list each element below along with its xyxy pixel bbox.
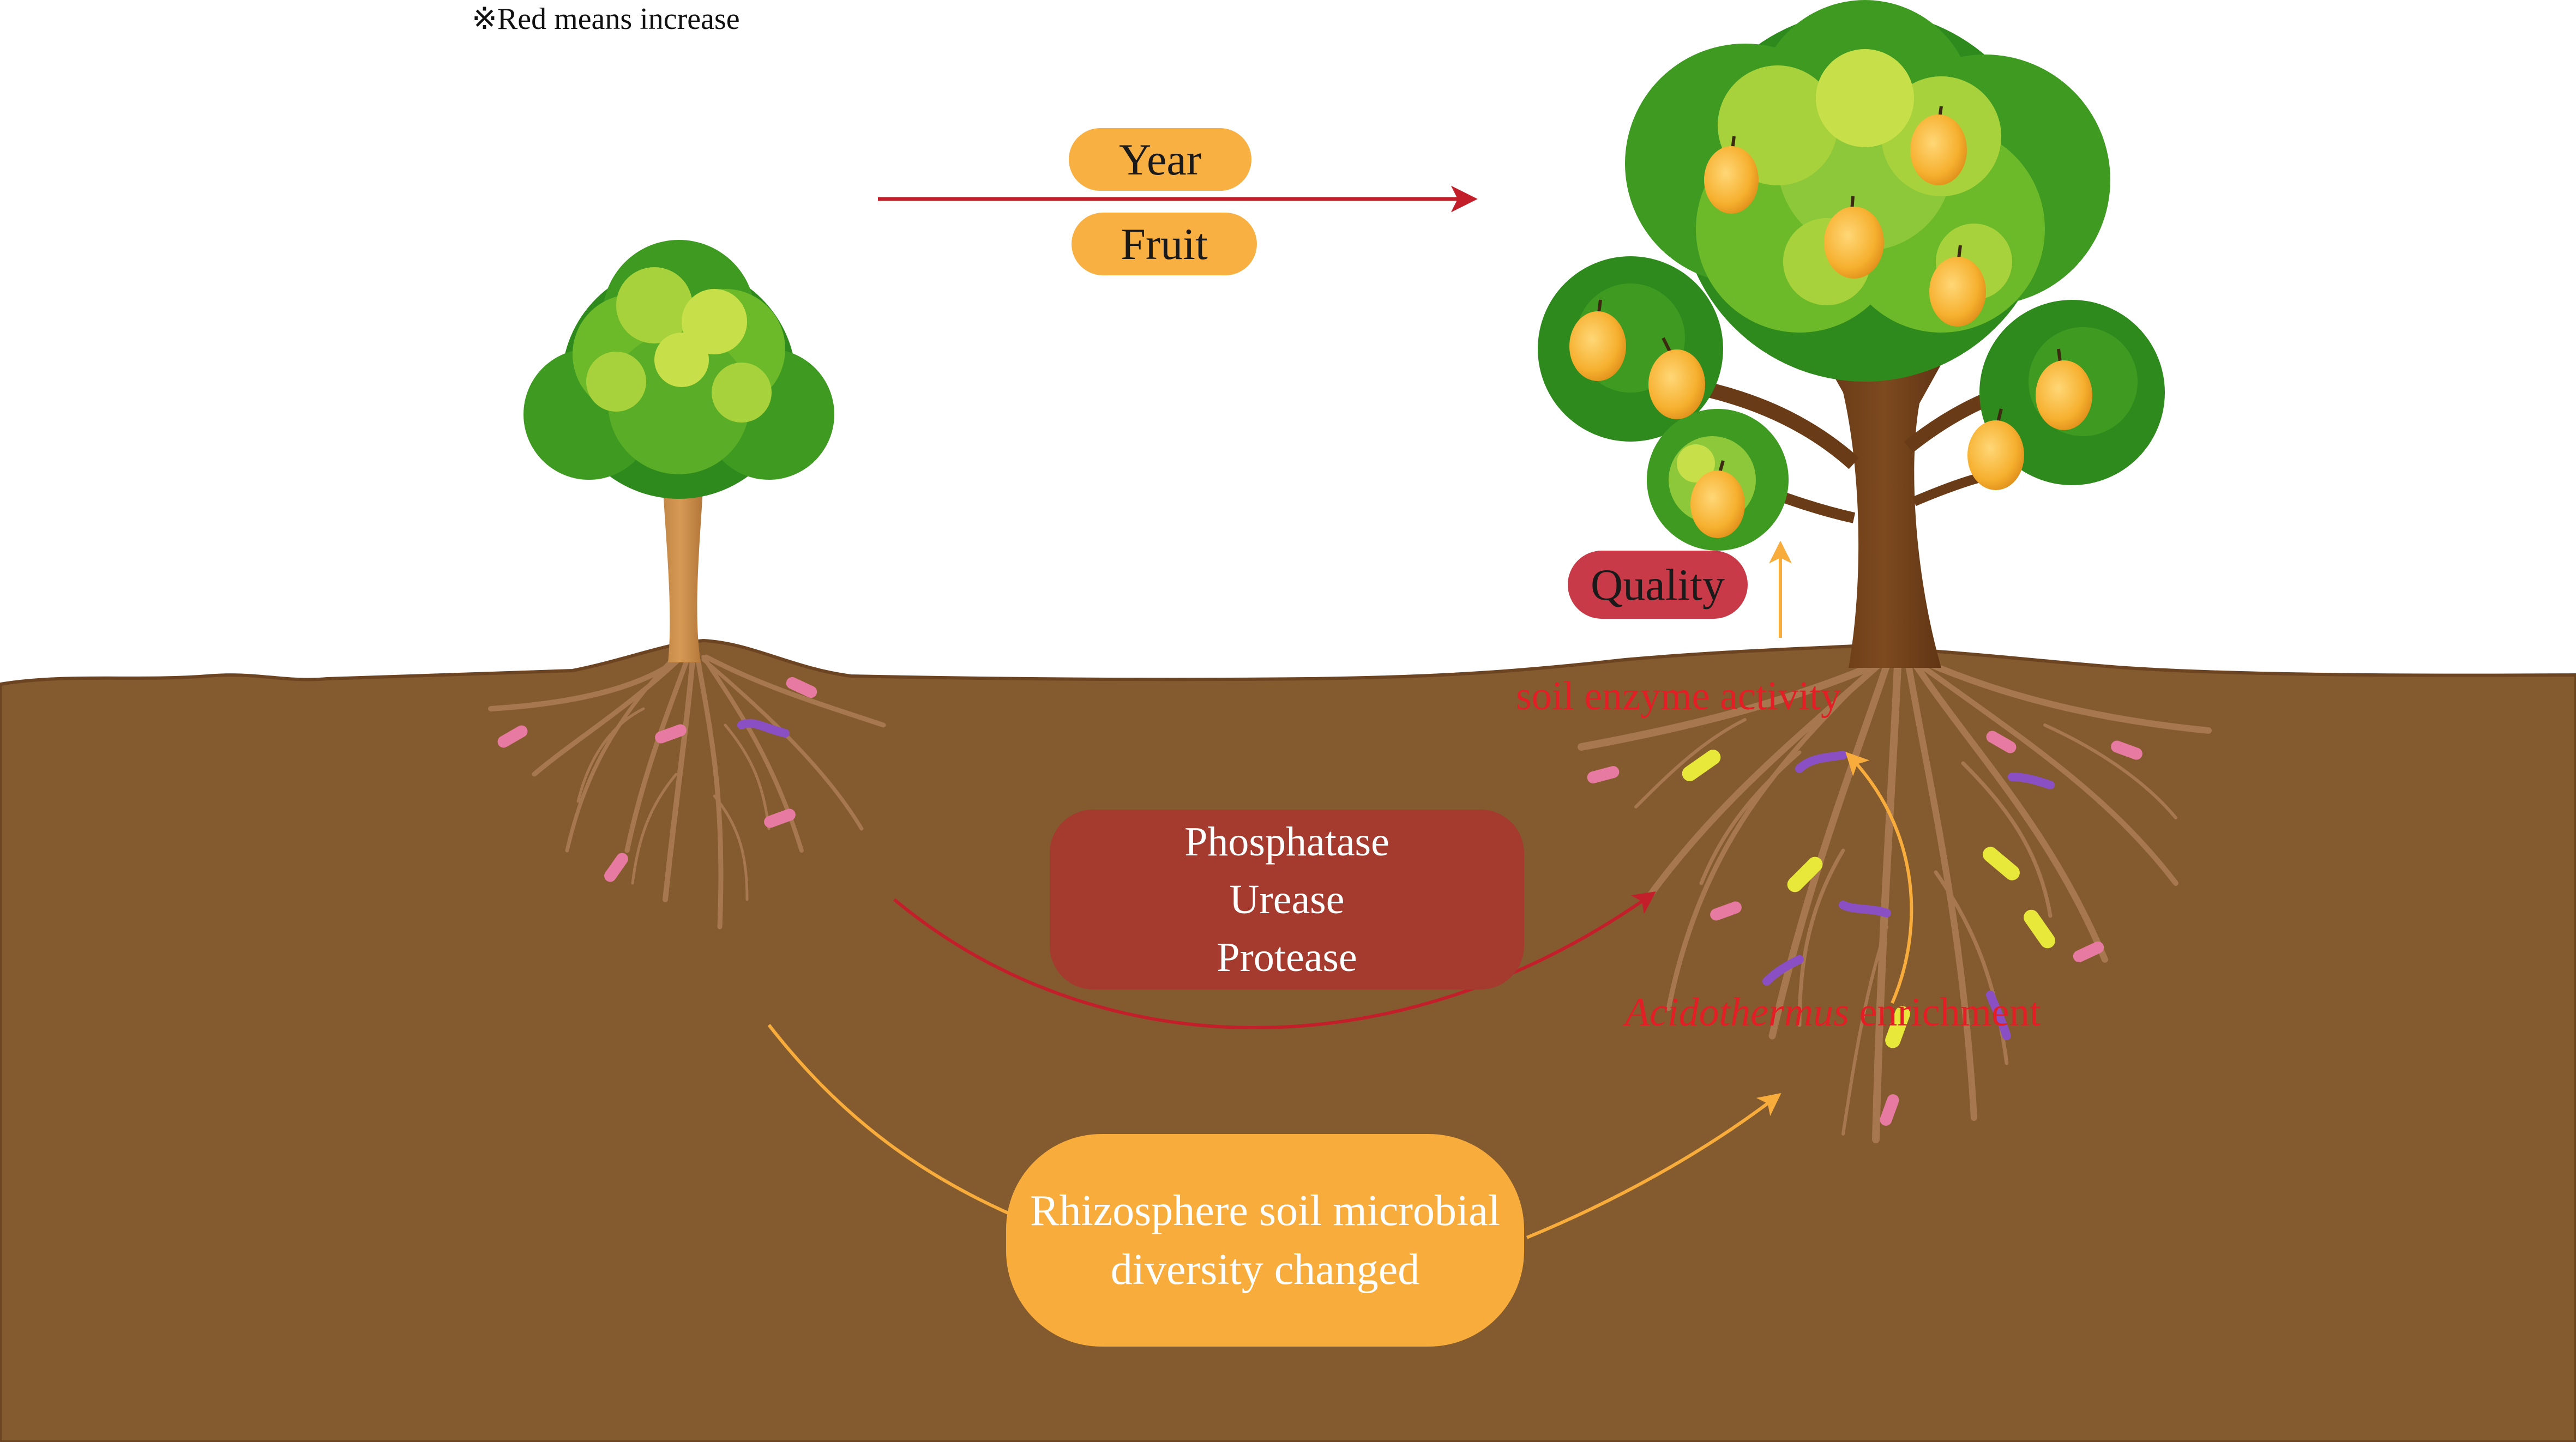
bacterium — [1682, 750, 1721, 781]
bacterium — [1986, 991, 2011, 1040]
bacterium — [1795, 751, 1847, 773]
year-pill: Year — [1069, 128, 1251, 191]
bacterium — [764, 809, 796, 828]
quality-label: Quality — [1591, 559, 1725, 610]
soil-layer — [0, 638, 2576, 1442]
pear — [2036, 348, 2092, 430]
mature-tree-roots — [1578, 656, 2212, 1143]
bacterium — [1880, 1094, 1899, 1126]
acidothermus-enrichment-label: Acidothermus enrichment — [1625, 990, 2041, 1036]
pear — [1910, 106, 1967, 185]
bacterium — [2111, 740, 2142, 760]
bacterium — [1885, 1006, 1910, 1048]
diversity-line-1: Rhizosphere soil microbial — [1030, 1187, 1501, 1235]
bacterium — [655, 724, 687, 744]
bacterium — [1986, 731, 2017, 753]
bacterium — [2008, 773, 2055, 789]
young-tree-roots — [488, 654, 886, 930]
fruit-label: Fruit — [1121, 219, 1208, 269]
bacterium — [1710, 901, 1742, 921]
pears — [1569, 106, 2092, 538]
soil-enzyme-activity-label: soil enzyme activity — [1516, 674, 1841, 719]
bacterium — [2073, 941, 2104, 963]
bacterium — [737, 719, 790, 738]
diversity-line-2: diversity changed — [1110, 1246, 1420, 1294]
acidothermus-to-enzyme-arrow — [1845, 751, 1913, 1004]
diversity-box: Rhizosphere soil microbial diversity cha… — [1006, 1134, 1524, 1347]
bacterium — [1587, 766, 1620, 783]
microbes-mature — [1587, 731, 2142, 1126]
pear — [1569, 299, 1626, 381]
bacterium — [497, 725, 528, 748]
pear — [1967, 408, 2024, 490]
enzymes-box: Phosphatase Urease Protease — [1050, 810, 1524, 990]
bacterium — [1787, 856, 1823, 892]
bacterium — [604, 853, 628, 882]
arrows — [767, 185, 1913, 1239]
quality-pill: Quality — [1568, 551, 1748, 619]
diversity-arrow-in — [767, 1024, 1015, 1217]
young-tree-canopy — [523, 240, 834, 499]
legend-note: ※Red means increase — [472, 2, 740, 36]
enzyme-item: Urease — [1229, 877, 1345, 922]
genus-name: Acidothermus — [1625, 990, 1850, 1035]
pear — [1690, 460, 1745, 538]
pear — [1929, 245, 1986, 327]
microbes-young — [497, 677, 817, 882]
enzyme-item: Protease — [1217, 934, 1357, 980]
bacterium — [786, 677, 817, 698]
young-tree — [523, 240, 834, 662]
year-label: Year — [1118, 134, 1202, 184]
diversity-arrow-out — [1526, 1093, 1781, 1239]
bacterium — [1839, 901, 1891, 918]
bacterium — [1983, 847, 2020, 880]
enzyme-arrow — [893, 891, 1656, 1030]
pear — [1824, 196, 1884, 279]
pear — [1648, 337, 1705, 419]
enzyme-item: Phosphatase — [1184, 819, 1389, 865]
pear — [1704, 136, 1759, 214]
enrichment-text: enrichment — [1849, 990, 2041, 1035]
bacterium — [2024, 909, 2055, 949]
fruit-pill: Fruit — [1072, 213, 1257, 275]
bacterium — [1762, 955, 1804, 986]
